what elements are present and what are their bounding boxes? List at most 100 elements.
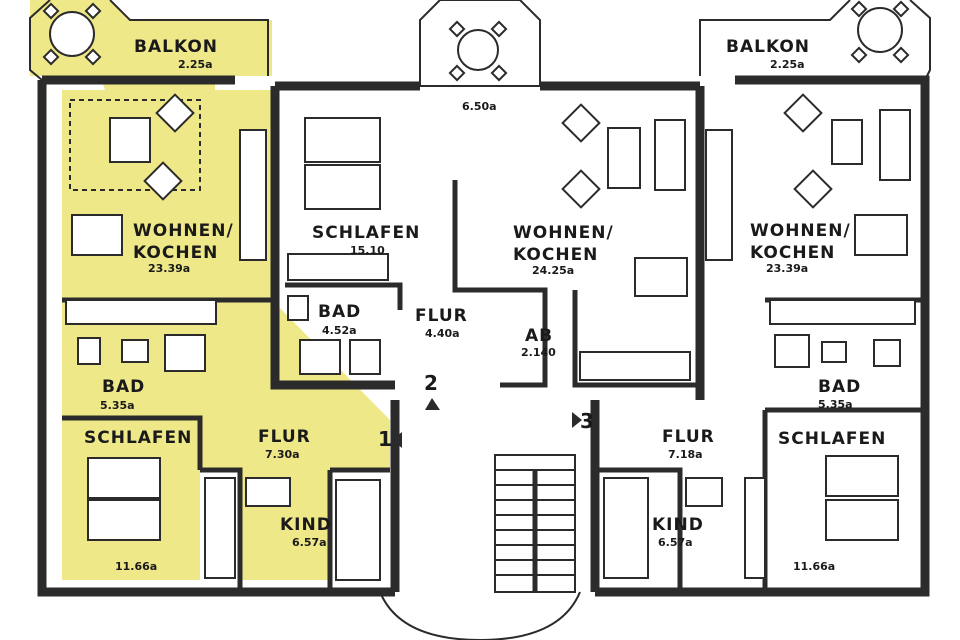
balkon-center-outline bbox=[419, 0, 541, 87]
bed-left-1 bbox=[87, 457, 161, 499]
room-area-wohnen-center: 24.25a bbox=[532, 264, 574, 277]
bed-left-2 bbox=[87, 499, 161, 541]
room-name-wohnen-right-2: KOCHEN bbox=[750, 243, 835, 263]
entrance-arc bbox=[379, 591, 581, 640]
wardrobe-center bbox=[287, 253, 389, 281]
room-name-flur-center: FLUR bbox=[415, 306, 468, 326]
room-area-bad-left: 5.35a bbox=[100, 399, 135, 412]
bed-right-1 bbox=[825, 455, 899, 497]
room-area-flur-center: 4.40a bbox=[425, 327, 460, 340]
wardrobe-left bbox=[204, 477, 236, 579]
balkon-left-edge bbox=[109, 0, 269, 76]
wall-bad-schlafen-left bbox=[62, 415, 203, 470]
room-area-bad-center: 4.52a bbox=[322, 324, 357, 337]
balconies bbox=[29, 0, 931, 87]
desk-kind-right bbox=[685, 477, 723, 507]
desk-kind-left bbox=[245, 477, 291, 507]
room-area-flur-left: 7.30a bbox=[265, 448, 300, 461]
room-area-ab-center: 2.140 bbox=[521, 346, 556, 359]
room-name-kind-left: KIND bbox=[280, 515, 332, 535]
dining-table-center bbox=[634, 257, 688, 297]
room-name-wohnen-center-2: KOCHEN bbox=[513, 245, 598, 265]
room-name-bad-right: BAD bbox=[818, 377, 861, 397]
apartment-markers bbox=[392, 398, 582, 448]
room-area-schlafen-center: 15.10 bbox=[350, 244, 385, 257]
wall-left-outer bbox=[37, 80, 395, 597]
room-area-balkon-left: 2.25a bbox=[178, 58, 213, 71]
room-area-bad-right: 5.35a bbox=[818, 398, 853, 411]
sink-left bbox=[121, 339, 149, 363]
dining-table-left bbox=[71, 214, 123, 256]
balkon-left-outline bbox=[29, 0, 51, 81]
shower-right bbox=[774, 334, 810, 368]
coffee-table-center bbox=[607, 127, 641, 189]
room-name-balkon-left: BALKON bbox=[134, 37, 218, 57]
bathtub-center bbox=[299, 339, 341, 375]
armchair-left-1 bbox=[155, 93, 195, 133]
room-name-bad-left: BAD bbox=[102, 377, 145, 397]
balkon-table-right bbox=[850, 0, 910, 64]
kitchen-counter-center bbox=[579, 351, 691, 381]
room-area-wohnen-left: 23.39a bbox=[148, 262, 190, 275]
room-name-wohnen-right-1: WOHNEN/ bbox=[750, 221, 851, 241]
wall-schlafen-bad-center bbox=[285, 282, 403, 310]
room-name-flur-left: FLUR bbox=[258, 427, 311, 447]
highlight-flur-kind bbox=[200, 300, 390, 580]
room-area-kind-right: 6.57a bbox=[658, 536, 693, 549]
dining-table-right bbox=[854, 214, 908, 256]
apartment-number-2: 2 bbox=[424, 371, 438, 395]
armchair-center-2 bbox=[561, 169, 601, 209]
room-area-schlafen-right: 11.66a bbox=[793, 560, 835, 573]
room-name-wohnen-center-1: WOHNEN/ bbox=[513, 223, 614, 243]
wall-right-outer bbox=[595, 75, 930, 597]
room-name-wohnen-left-2: KOCHEN bbox=[133, 243, 218, 263]
room-name-wohnen-left-1: WOHNEN/ bbox=[133, 221, 234, 241]
wall-left-apartment-divider bbox=[270, 86, 395, 390]
wardrobe-right bbox=[744, 477, 766, 579]
coffee-table-right bbox=[831, 119, 863, 165]
balkon-right-edge bbox=[699, 0, 851, 76]
armchair-left-2 bbox=[143, 161, 183, 201]
bed-kind-right bbox=[603, 477, 649, 579]
sink-right bbox=[821, 341, 847, 363]
shower-center bbox=[349, 339, 381, 375]
room-area-schlafen-left: 11.66a bbox=[115, 560, 157, 573]
toilet-left bbox=[77, 337, 101, 365]
room-name-schlafen-right: SCHLAFEN bbox=[778, 429, 886, 449]
outer-walls bbox=[37, 75, 930, 597]
room-name-flur-right: FLUR bbox=[662, 427, 715, 447]
kitchen-counter-left bbox=[65, 299, 217, 325]
toilet-center bbox=[287, 295, 309, 321]
balkon-table-center bbox=[448, 20, 508, 82]
coffee-table-left bbox=[109, 117, 151, 163]
wall-schlafen-kind-left bbox=[200, 467, 243, 590]
room-name-bad-center: BAD bbox=[318, 302, 361, 322]
wall-ab-center bbox=[500, 287, 548, 388]
bed-kind-left bbox=[335, 479, 381, 581]
armchair-center-1 bbox=[561, 103, 601, 143]
room-area-kind-left: 6.57a bbox=[292, 536, 327, 549]
room-name-balkon-right: BALKON bbox=[726, 37, 810, 57]
room-area-balkon-center: 6.50a bbox=[462, 100, 497, 113]
interior-walls bbox=[62, 86, 922, 590]
wall-flur-center bbox=[452, 180, 500, 293]
room-name-kind-right: KIND bbox=[652, 515, 704, 535]
armchair-right-1 bbox=[783, 93, 823, 133]
room-name-schlafen-center: SCHLAFEN bbox=[312, 223, 420, 243]
entry-arrow-2 bbox=[425, 398, 440, 410]
armchair-right-2 bbox=[793, 169, 833, 209]
wall-kind-right bbox=[598, 467, 683, 590]
bed-center-1 bbox=[304, 117, 381, 163]
entry-arrow-1 bbox=[392, 432, 402, 448]
apartment-number-1: 1 bbox=[378, 427, 392, 451]
room-name-schlafen-left: SCHLAFEN bbox=[84, 428, 192, 448]
wall-wohnen-bottom-center bbox=[572, 290, 700, 388]
apartment-number-3: 3 bbox=[580, 409, 594, 433]
kitchen-counter-right bbox=[769, 299, 916, 325]
shower-left bbox=[164, 334, 206, 372]
toilet-right bbox=[873, 339, 901, 367]
rug-left bbox=[69, 99, 201, 191]
balkon-right-outline bbox=[909, 0, 931, 81]
sofa-center bbox=[654, 119, 686, 191]
